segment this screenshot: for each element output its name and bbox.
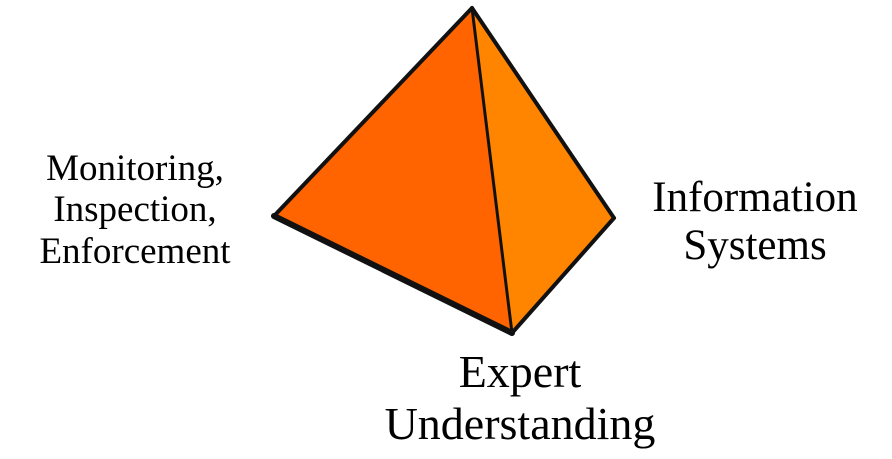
edge-apex-right xyxy=(470,6,616,220)
edge-apex-left xyxy=(272,6,474,218)
edge-apex-bottom xyxy=(470,6,514,335)
label-left-line-2: Inspection, xyxy=(53,189,217,231)
label-bottom-line-2: Understanding xyxy=(384,397,656,449)
label-information-systems: Information Systems xyxy=(618,174,892,270)
label-right-line-1: Information xyxy=(652,174,858,221)
edge-left-bottom xyxy=(271,213,515,336)
pyramid-front-face xyxy=(274,8,512,333)
label-right-line-2: Systems xyxy=(683,222,827,270)
label-expert-understanding: Expert Understanding xyxy=(340,346,700,449)
pyramid-side-face xyxy=(472,8,614,333)
label-bottom-line-1: Expert xyxy=(458,346,582,397)
label-left-line-1: Monitoring, xyxy=(46,148,224,189)
edge-right-bottom xyxy=(510,216,616,335)
label-left-line-3: Enforcement xyxy=(39,230,231,272)
label-monitoring-inspection-enforcement: Monitoring, Inspection, Enforcement xyxy=(0,148,270,272)
pyramid-edges xyxy=(271,6,616,336)
